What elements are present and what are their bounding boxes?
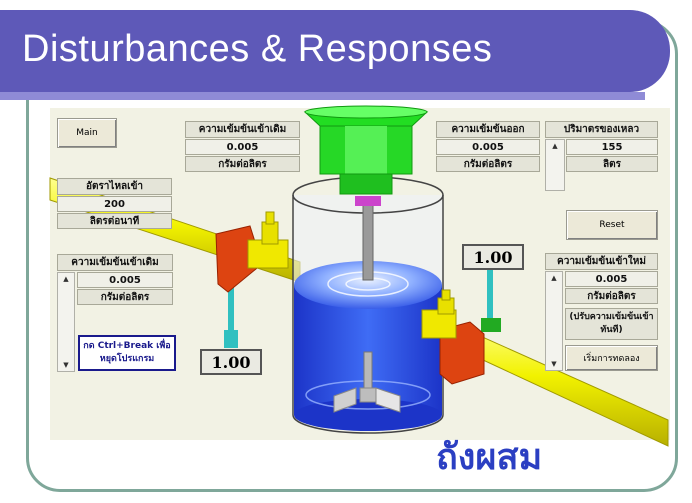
reset-button[interactable]: Reset xyxy=(566,210,658,240)
new-inlet-conc-label: ความเข้มข้นเข้าใหม่ xyxy=(545,253,658,270)
volume-unit: ลิตร xyxy=(566,156,658,172)
volume-label: ปริมาตรของเหลว xyxy=(545,121,658,138)
inlet-conc-top-label: ความเข้มข้นเข้าเดิม xyxy=(185,121,300,138)
scroll-up-arrow-icon[interactable]: ▲ xyxy=(551,274,557,282)
inlet-conc-top-value[interactable]: 0.005 xyxy=(185,139,300,155)
inlet-conc-top-unit: กรัมต่อลิตร xyxy=(185,156,300,172)
scroll-down-arrow-icon[interactable]: ▼ xyxy=(551,360,557,368)
new-inlet-conc-adjust-note: (ปรับความเข้มข้นเข้าทันที) xyxy=(565,308,658,340)
scroll-up-arrow-icon[interactable]: ▲ xyxy=(552,142,558,150)
inlet-conc-left-value[interactable]: 0.005 xyxy=(77,272,173,288)
inlet-flow-unit: ลิตรต่อนาที xyxy=(57,213,172,229)
outlet-valve-icon xyxy=(421,268,501,385)
volume-scrollbar[interactable]: ▲ xyxy=(545,139,565,191)
title-accent-strip xyxy=(0,92,645,100)
volume-value: 155 xyxy=(566,139,658,155)
inlet-flow-label: อัตราไหลเข้า xyxy=(57,178,172,195)
inlet-conc-left-scrollbar[interactable]: ▲ ▼ xyxy=(57,272,75,372)
outlet-conc-unit: กรัมต่อลิตร xyxy=(436,156,540,172)
inlet-valve-readout: 1.00 xyxy=(200,349,262,375)
start-experiment-button[interactable]: เริ่มการทดลอง xyxy=(565,345,658,371)
stop-program-note: กด Ctrl+Break เพื่อหยุดโปรแกรม xyxy=(78,335,176,371)
new-inlet-conc-scrollbar[interactable]: ▲ ▼ xyxy=(545,271,563,371)
scroll-up-arrow-icon[interactable]: ▲ xyxy=(63,275,69,283)
tank xyxy=(292,176,444,434)
new-inlet-conc-unit: กรัมต่อลิตร xyxy=(565,288,658,304)
impeller-icon xyxy=(333,387,401,413)
slide-title: Disturbances & Responses xyxy=(22,28,493,70)
main-button[interactable]: Main xyxy=(57,118,117,148)
motor-icon xyxy=(303,105,429,195)
new-inlet-conc-value[interactable]: 0.005 xyxy=(565,271,658,287)
outlet-conc-label: ความเข้มข้นออก xyxy=(436,121,540,138)
tank-label: ถังผสม xyxy=(436,437,543,478)
inlet-conc-left-label: ความเข้มข้นเข้าเดิม xyxy=(57,254,173,271)
inlet-valve-icon xyxy=(215,211,289,348)
inlet-conc-left-unit: กรัมต่อลิตร xyxy=(77,289,173,305)
outlet-conc-value: 0.005 xyxy=(436,139,540,155)
outlet-valve-readout: 1.00 xyxy=(462,244,524,270)
inlet-flow-value[interactable]: 200 xyxy=(57,196,172,212)
scroll-down-arrow-icon[interactable]: ▼ xyxy=(63,361,69,369)
title-bar xyxy=(0,10,670,100)
